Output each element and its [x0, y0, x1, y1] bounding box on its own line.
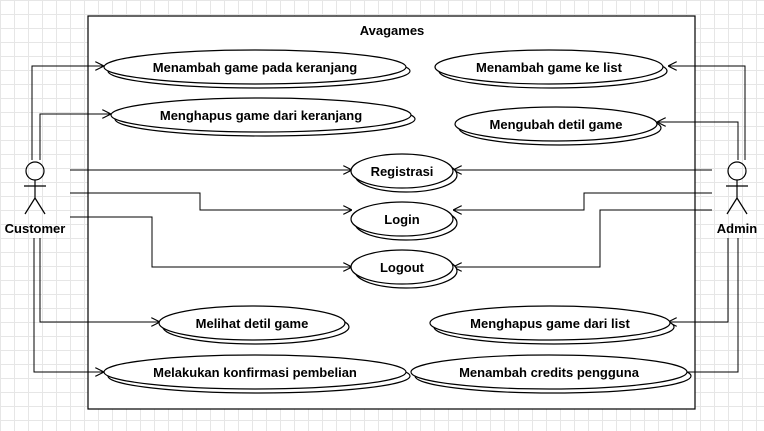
assoc-customer-logout — [70, 216, 352, 267]
use-case-add-user-credits[interactable]: Menambah credits pengguna — [410, 354, 692, 394]
admin-associations — [453, 66, 746, 372]
assoc-admin-login — [453, 192, 712, 210]
svg-text:Melakukan konfirmasi pembelian: Melakukan konfirmasi pembelian — [153, 365, 357, 380]
svg-text:Menambah game ke list: Menambah game ke list — [476, 60, 623, 75]
svg-text:Registrasi: Registrasi — [371, 164, 434, 179]
use-case-add-to-cart[interactable]: Menambah game pada keranjang — [103, 49, 411, 89]
use-case-edit-game-detail[interactable]: Mengubah detil game — [454, 106, 662, 146]
assoc-customer-view-detail — [39, 238, 160, 322]
assoc-admin-add-game — [668, 66, 746, 160]
assoc-customer-remove-from-cart — [39, 114, 111, 160]
svg-text:Menambah credits pengguna: Menambah credits pengguna — [459, 365, 640, 380]
use-case-confirm-purchase[interactable]: Melakukan konfirmasi pembelian — [103, 354, 411, 394]
use-case-view-game-detail[interactable]: Melihat detil game — [158, 305, 350, 345]
use-case-add-game-to-list[interactable]: Menambah game ke list — [434, 49, 668, 89]
use-case-login[interactable]: Login — [350, 201, 458, 241]
actor-customer-label: Customer — [5, 221, 66, 236]
svg-text:Login: Login — [384, 212, 419, 227]
use-case-logout[interactable]: Logout — [350, 249, 458, 289]
stick-figure-icon — [24, 161, 46, 215]
system-title: Avagames — [360, 23, 425, 38]
use-case-remove-game-from-list[interactable]: Menghapus game dari list — [429, 305, 675, 345]
actor-admin[interactable]: Admin — [717, 161, 758, 236]
assoc-customer-login — [70, 192, 352, 210]
assoc-admin-edit-detail — [657, 122, 739, 160]
assoc-admin-add-credits — [668, 238, 739, 372]
use-case-remove-from-cart[interactable]: Menghapus game dari keranjang — [110, 97, 416, 137]
svg-text:Menghapus game dari keranjang: Menghapus game dari keranjang — [160, 108, 362, 123]
customer-associations — [31, 66, 352, 372]
assoc-admin-remove-game — [668, 238, 729, 322]
stick-figure-icon — [726, 161, 748, 215]
svg-text:Melihat detil game: Melihat detil game — [196, 316, 309, 331]
actor-customer[interactable]: Customer — [5, 161, 66, 236]
assoc-admin-logout — [453, 209, 712, 267]
assoc-customer-confirm-purchase — [33, 238, 104, 372]
svg-text:Mengubah detil game: Mengubah detil game — [490, 117, 623, 132]
svg-text:Logout: Logout — [380, 260, 425, 275]
svg-text:Menambah game pada keranjang: Menambah game pada keranjang — [153, 60, 358, 75]
assoc-customer-add-to-cart — [31, 66, 104, 160]
use-case-register[interactable]: Registrasi — [350, 153, 458, 193]
actor-admin-label: Admin — [717, 221, 758, 236]
svg-text:Menghapus game dari list: Menghapus game dari list — [470, 316, 630, 331]
